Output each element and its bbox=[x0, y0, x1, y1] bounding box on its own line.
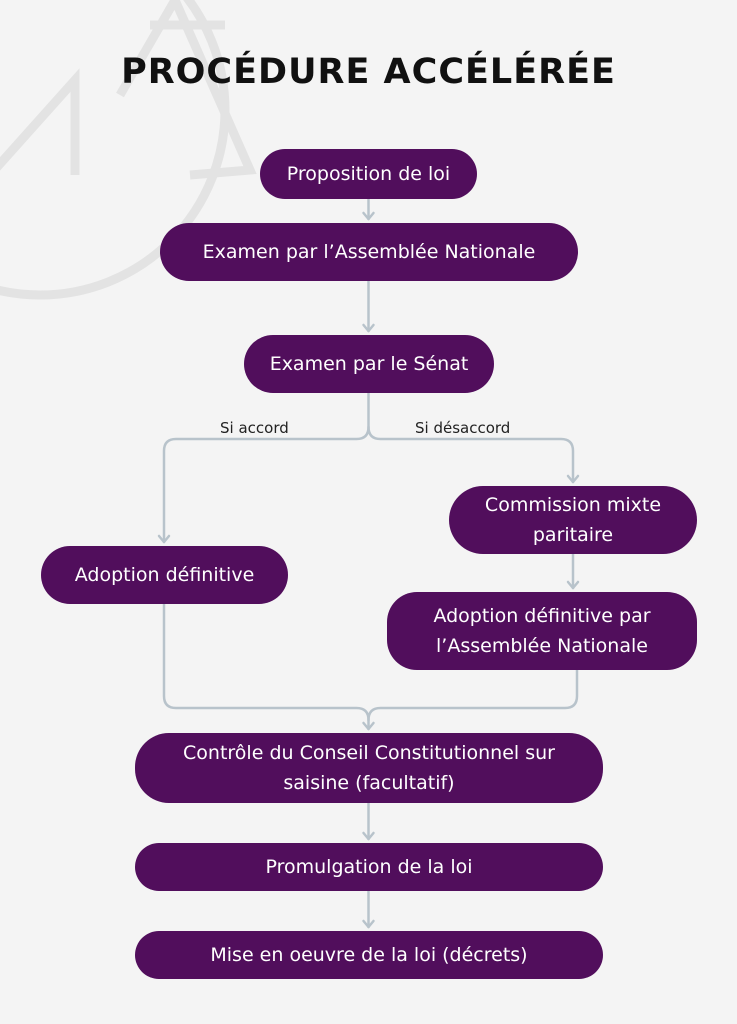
node-commission-mixte-paritaire: Commission mixte paritaire bbox=[449, 486, 697, 554]
watermark-logo bbox=[0, 0, 257, 300]
arrowhead-promulgation bbox=[362, 831, 375, 841]
node-controle-conseil-constitutionnel: Contrôle du Conseil Constitutionnel sur … bbox=[135, 733, 603, 803]
branch-label-accord: Si accord bbox=[220, 419, 289, 437]
node-examen-senat: Examen par le Sénat bbox=[244, 335, 494, 393]
connector-adoption-an-to-merge bbox=[367, 668, 579, 722]
connector-senat-branch-accord bbox=[162, 391, 370, 544]
node-examen-assemblee-nationale: Examen par l’Assemblée Nationale bbox=[160, 223, 578, 281]
page-title: PROCÉDURE ACCÉLÉRÉE bbox=[121, 52, 616, 92]
arrowhead-cmp bbox=[566, 474, 580, 484]
node-promulgation: Promulgation de la loi bbox=[135, 843, 603, 891]
arrowhead-adoption-an bbox=[566, 580, 580, 590]
node-proposition-de-loi: Proposition de loi bbox=[260, 149, 477, 199]
arrowhead-controle bbox=[362, 721, 375, 731]
arrowhead-senat bbox=[362, 323, 375, 333]
node-mise-en-oeuvre: Mise en oeuvre de la loi (décrets) bbox=[135, 931, 603, 979]
connector-senat-branch-desaccord bbox=[367, 425, 575, 484]
arrowhead-adoption-definitive bbox=[157, 534, 171, 544]
node-adoption-definitive: Adoption définitive bbox=[41, 546, 288, 604]
arrowhead-mise-en-oeuvre bbox=[362, 919, 375, 929]
branch-label-desaccord: Si désaccord bbox=[415, 419, 511, 437]
arrowhead-examen-an bbox=[362, 211, 375, 221]
node-adoption-definitive-assemblee: Adoption définitive par l’Assemblée Nati… bbox=[387, 592, 697, 670]
connector-adoption-to-merge bbox=[162, 602, 370, 731]
